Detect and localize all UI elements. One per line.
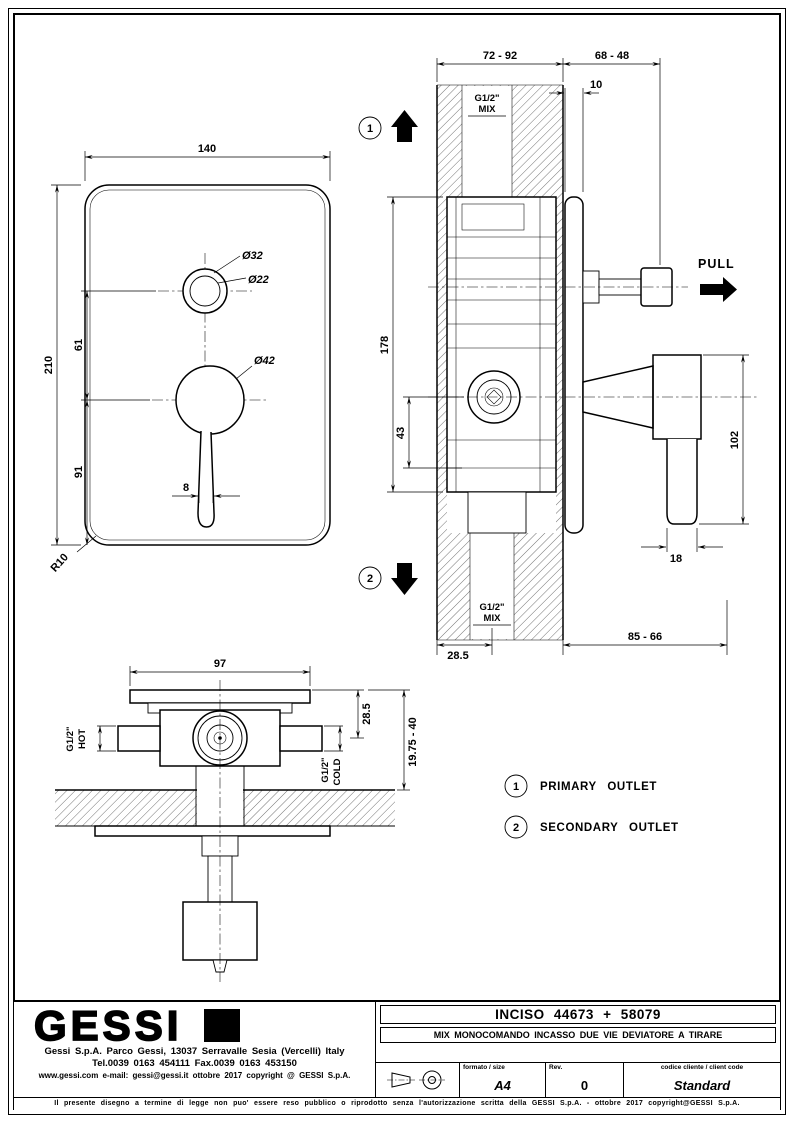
drawing-subtitle: MIX MONOCOMANDO INCASSO DUE VIE DEVIATOR… bbox=[380, 1027, 776, 1043]
hot-label: HOT bbox=[77, 729, 88, 749]
dim-61-label: 61 bbox=[73, 339, 85, 351]
dim-97-label: 97 bbox=[214, 658, 226, 670]
revision-cell: Rev. 0 bbox=[546, 1063, 624, 1097]
dim-18-label: 18 bbox=[670, 553, 682, 565]
format-value: A4 bbox=[494, 1078, 511, 1093]
plan-dim-28-5-label: 28.5 bbox=[361, 703, 373, 724]
legend-label-secondary: SECONDARY OUTLET bbox=[540, 822, 679, 834]
pull-arrow-icon bbox=[700, 277, 737, 302]
gessi-logo-square bbox=[204, 1009, 240, 1042]
escutcheon-plate bbox=[564, 196, 584, 534]
legend-marker-1-number: 1 bbox=[513, 781, 519, 793]
outlet-legend: 1 PRIMARY OUTLET 2 SECONDARY OUTLET bbox=[504, 774, 679, 839]
thread-mix-bottom-label: G1/2" bbox=[479, 602, 504, 613]
mix-top-label: MIX bbox=[479, 104, 497, 115]
company-web-line: www.gessi.com e-mail: gessi@gessi.it ott… bbox=[38, 1071, 351, 1080]
first-angle-projection-icon bbox=[386, 1070, 445, 1090]
section-view: 72 - 92 68 - 48 10 G1/2" MIX 1 178 43 PU… bbox=[358, 50, 758, 662]
marker-1-number: 1 bbox=[367, 123, 373, 135]
dim-91-label: 91 bbox=[73, 466, 85, 478]
dim-8-label: 8 bbox=[183, 482, 189, 494]
dim-10-label: 10 bbox=[590, 79, 602, 91]
thread-hot-label: G1/2" bbox=[65, 726, 76, 751]
company-phone: Tel.0039 0163 454111 Fax.0039 0163 45315… bbox=[92, 1058, 297, 1069]
dia-42-label: Ø42 bbox=[254, 355, 275, 367]
cold-label: COLD bbox=[332, 758, 343, 785]
title-block-drawing-info: INCISO 44673 + 58079 MIX MONOCOMANDO INC… bbox=[376, 1002, 780, 1097]
title-block-company: GESSI Gessi S.p.A. Parco Gessi, 13037 Se… bbox=[14, 1001, 376, 1097]
legend-marker-2 bbox=[504, 815, 528, 839]
legend-marker-1 bbox=[504, 774, 528, 798]
diverter-knob bbox=[182, 268, 228, 314]
pull-label: PULL bbox=[698, 257, 735, 271]
marker-2-number: 2 bbox=[367, 573, 373, 585]
dim-28-5-label: 28.5 bbox=[447, 650, 468, 662]
up-arrow-icon bbox=[391, 110, 418, 142]
dim-72-92-label: 72 - 92 bbox=[483, 50, 517, 62]
format-cell: formato / size A4 bbox=[460, 1063, 546, 1097]
gessi-logo-text: GESSI bbox=[34, 1005, 182, 1047]
client-code-label: codice cliente / client code bbox=[660, 1064, 744, 1071]
plan-view: 97 G1/2" HOT G1/2" COLD 28.5 19.75 - 40 bbox=[55, 658, 419, 982]
dim-178-label: 178 bbox=[379, 336, 391, 354]
title-block: GESSI Gessi S.p.A. Parco Gessi, 13037 Se… bbox=[14, 1000, 780, 1097]
drawing-title: INCISO 44673 + 58079 bbox=[380, 1005, 776, 1024]
dim-102-label: 102 bbox=[729, 431, 741, 449]
company-address: Gessi S.p.A. Parco Gessi, 13037 Serraval… bbox=[44, 1046, 345, 1057]
valve-body bbox=[446, 196, 557, 493]
secondary-outlet-marker bbox=[358, 566, 382, 590]
legal-notice: Il presente disegno a termine di legge n… bbox=[14, 1097, 780, 1110]
lever-hub bbox=[175, 365, 245, 435]
dia-32-label: Ø32 bbox=[242, 250, 263, 262]
handle-blade bbox=[666, 439, 698, 525]
dim-140-label: 140 bbox=[198, 143, 216, 155]
gessi-logo: GESSI bbox=[32, 1001, 264, 1050]
dim-85-66-label: 85 - 66 bbox=[628, 631, 662, 643]
revision-value: 0 bbox=[580, 1078, 589, 1093]
mix-bottom-label: MIX bbox=[484, 613, 502, 624]
thread-mix-top-label: G1/2" bbox=[474, 93, 499, 104]
client-code-value: Standard bbox=[673, 1078, 731, 1093]
primary-outlet-marker bbox=[358, 116, 382, 140]
dim-210-label: 210 bbox=[43, 356, 55, 374]
dia-22-label: Ø22 bbox=[248, 274, 269, 286]
title-block-fields-row: formato / size A4 Rev. 0 codice cliente … bbox=[376, 1062, 780, 1097]
legend-marker-2-number: 2 bbox=[513, 822, 519, 834]
cold-inlet-port bbox=[279, 725, 323, 752]
front-view: Ø32 Ø22 Ø42 140 210 61 91 8 R10 bbox=[43, 143, 331, 575]
dim-r10-label: R10 bbox=[49, 551, 71, 574]
lever-handle bbox=[197, 430, 215, 528]
trim-plate-edge bbox=[94, 825, 331, 837]
dim-68-48-label: 68 - 48 bbox=[595, 50, 629, 62]
down-arrow-icon bbox=[391, 563, 418, 595]
projection-symbol-cell bbox=[376, 1063, 460, 1097]
dim-43-label: 43 bbox=[395, 427, 407, 439]
thread-cold-label: G1/2" bbox=[320, 757, 331, 782]
hot-inlet-port bbox=[117, 725, 161, 752]
format-label: formato / size bbox=[463, 1064, 505, 1071]
outer-border-frame bbox=[8, 8, 786, 1115]
dim-19-75-40-label: 19.75 - 40 bbox=[407, 717, 419, 767]
revision-label: Rev. bbox=[549, 1064, 563, 1071]
legend-label-primary: PRIMARY OUTLET bbox=[540, 781, 657, 793]
client-code-cell: codice cliente / client code Standard bbox=[624, 1063, 780, 1097]
